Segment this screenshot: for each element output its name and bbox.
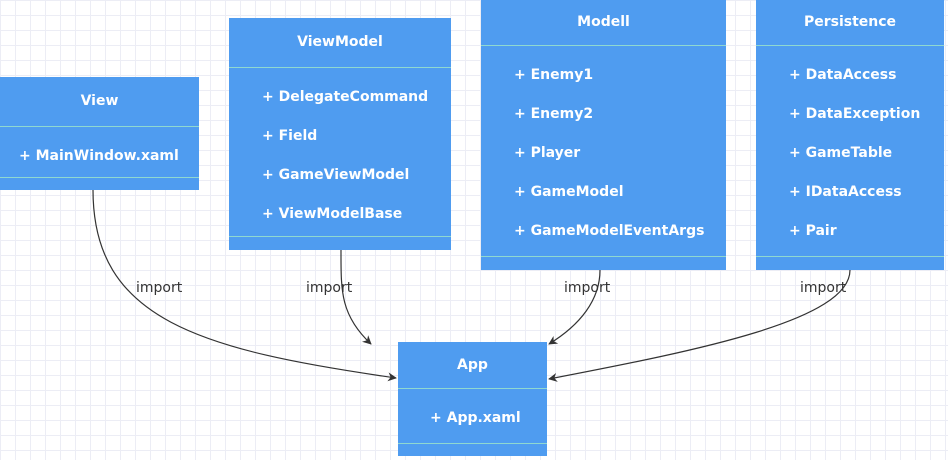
edge-viewmodel-to-app[interactable] — [340, 249, 372, 345]
package-members: + DelegateCommand + Field + GameViewMode… — [229, 68, 451, 234]
package-member: + IDataAccess — [789, 184, 902, 200]
package-member: + GameViewModel — [262, 167, 410, 183]
package-title: Persistence — [756, 0, 944, 46]
package-member: + App.xaml — [430, 410, 521, 426]
edge-label-modell: import — [564, 280, 611, 296]
package-members: + DataAccess + DataException + GameTable… — [756, 46, 944, 251]
package-member: + Pair — [789, 223, 837, 239]
package-viewmodel[interactable]: ViewModel + DelegateCommand + Field + Ga… — [229, 18, 451, 250]
edge-label-viewmodel: import — [306, 280, 353, 296]
package-divider — [229, 236, 451, 237]
package-divider — [398, 443, 547, 444]
package-divider — [0, 177, 199, 178]
package-member: + GameModelEventArgs — [514, 223, 705, 239]
edge-persistence-to-app[interactable] — [548, 269, 851, 382]
package-divider — [481, 256, 726, 257]
package-member: + GameModel — [514, 184, 624, 200]
package-member: + DelegateCommand — [262, 89, 429, 105]
package-member: + DataException — [789, 106, 921, 122]
package-member: + Player — [514, 145, 581, 161]
package-app[interactable]: App + App.xaml — [398, 342, 547, 456]
package-title: Modell — [481, 0, 726, 46]
package-divider — [756, 256, 944, 257]
package-members: + Enemy1 + Enemy2 + Player + GameModel +… — [481, 46, 726, 251]
edge-view-to-app[interactable] — [92, 189, 397, 382]
package-title: View — [0, 77, 199, 127]
package-modell[interactable]: Modell + Enemy1 + Enemy2 + Player + Game… — [481, 0, 726, 270]
package-member: + MainWindow.xaml — [19, 148, 179, 164]
edge-label-view: import — [136, 280, 183, 296]
package-title: ViewModel — [229, 18, 451, 68]
package-member: + Field — [262, 128, 318, 144]
package-member: + Enemy1 — [514, 67, 594, 83]
package-members: + MainWindow.xaml — [0, 127, 199, 176]
package-title: App — [398, 342, 547, 389]
package-member: + ViewModelBase — [262, 206, 403, 222]
edge-modell-to-app[interactable] — [548, 269, 601, 345]
package-member: + DataAccess — [789, 67, 897, 83]
edge-label-persistence: import — [800, 280, 847, 296]
package-member: + Enemy2 — [514, 106, 594, 122]
package-view[interactable]: View + MainWindow.xaml — [0, 77, 199, 190]
package-member: + GameTable — [789, 145, 893, 161]
package-persistence[interactable]: Persistence + DataAccess + DataException… — [756, 0, 944, 270]
package-members: + App.xaml — [398, 389, 547, 438]
